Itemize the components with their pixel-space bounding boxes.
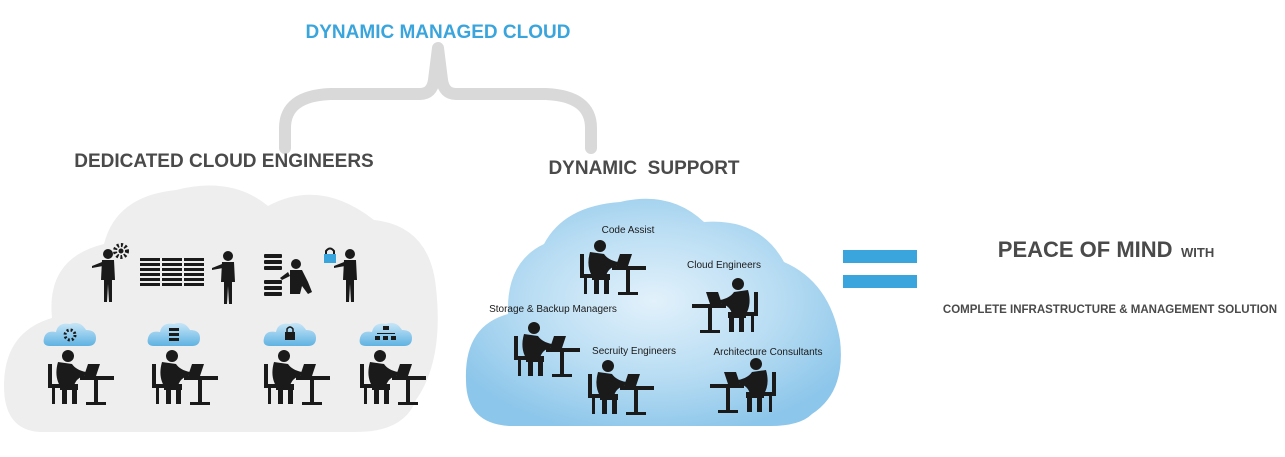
right-cloud-shape (465, 198, 841, 426)
role-architecture-consultants: Architecture Consultants (714, 347, 823, 358)
mini-cloud-gear (43, 322, 96, 346)
mini-cloud-network (359, 322, 412, 346)
mini-cloud-lock (263, 322, 316, 346)
kneeling-technician (280, 259, 312, 294)
role-code-assist: Code Assist (602, 225, 655, 236)
lock-icon (324, 247, 336, 263)
server-racks (140, 258, 204, 286)
dedicated-cloud-engineers-title: DEDICATED CLOUD ENGINEERS (74, 151, 373, 172)
dynamic-support-title: DYNAMIC SUPPORT (548, 158, 739, 179)
left-cloud-shape (4, 185, 438, 432)
mini-cloud-database (147, 322, 200, 346)
dynamic-managed-cloud-label: DYNAMIC MANAGED CLOUD (306, 22, 571, 43)
headline-suffix: WITH (1181, 245, 1214, 260)
solution-subline: COMPLETE INFRASTRUCTURE & MANAGEMENT SOL… (943, 304, 1277, 316)
role-storage-backup-managers: Storage & Backup Managers (489, 304, 617, 315)
equals-sign (843, 250, 917, 288)
peace-of-mind-headline: PEACE OF MIND WITH (998, 237, 1214, 262)
role-cloud-engineers: Cloud Engineers (687, 260, 761, 271)
role-security-engineers: Secruity Engineers (592, 346, 676, 357)
curly-brace (279, 42, 597, 154)
gear-icon (113, 243, 129, 259)
headline-main: PEACE OF MIND (998, 237, 1173, 262)
